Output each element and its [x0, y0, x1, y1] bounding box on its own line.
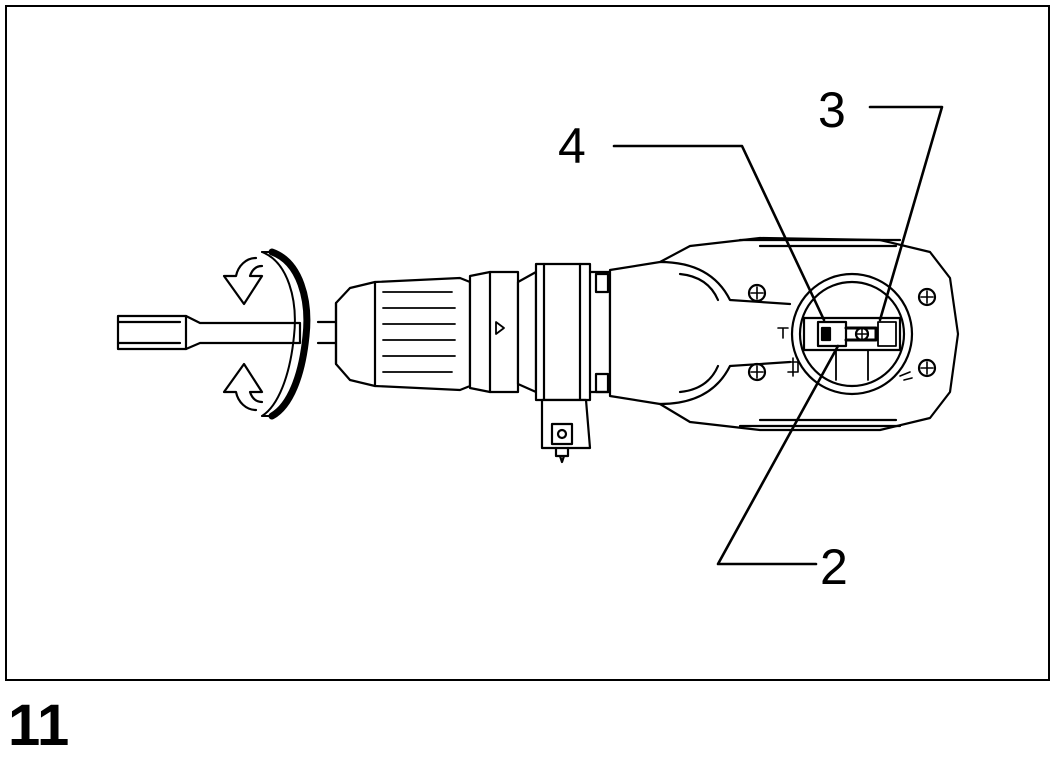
- figure-number: 11: [8, 693, 70, 758]
- drill-chuck: [334, 270, 520, 394]
- callout-4: 4: [558, 118, 586, 174]
- callout-3: 3: [818, 82, 846, 138]
- callout-2: 2: [820, 539, 848, 595]
- rotation-arrow-icon: [222, 248, 311, 420]
- screwdriver-bit: [116, 314, 338, 351]
- figure-frame: [5, 5, 1050, 681]
- tool-illustration: 4 3 2: [116, 82, 960, 595]
- side-handle-clamp: [516, 262, 612, 464]
- leader-lines: [612, 105, 944, 566]
- mode-change-knob: [777, 272, 914, 396]
